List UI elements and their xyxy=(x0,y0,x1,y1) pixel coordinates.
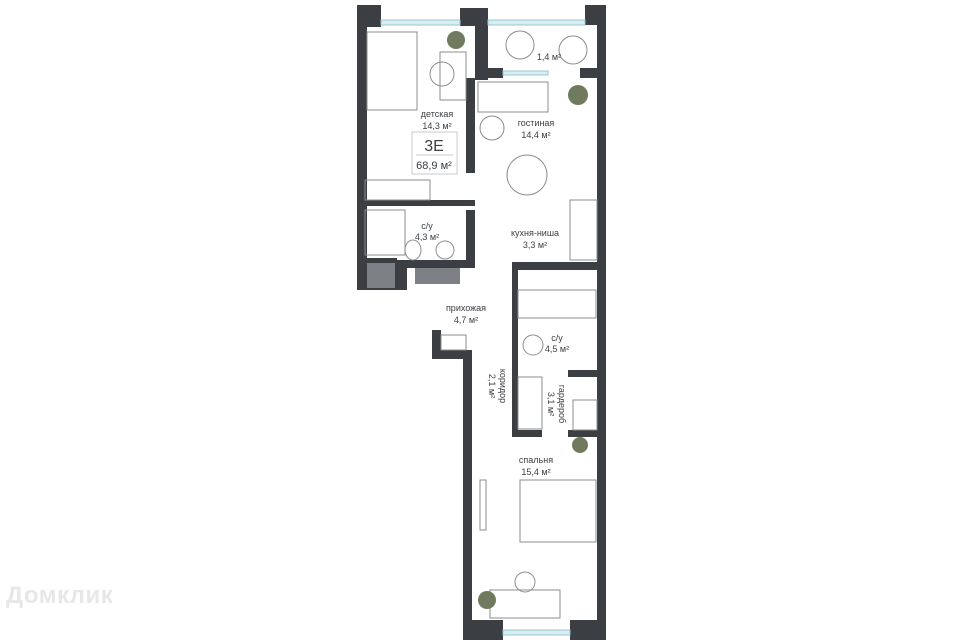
room-name-kitchen: кухня-ниша xyxy=(511,228,559,238)
room-name-wardrobe: гардероб xyxy=(557,385,567,423)
domclick-watermark: Домклик xyxy=(6,582,114,609)
room-name-corridor: коридор xyxy=(498,369,508,403)
room-name-bedroom: спальня xyxy=(519,455,553,465)
room-name-hall: прихожая xyxy=(446,303,486,313)
room-area-corridor: 2,1 м² xyxy=(487,374,497,398)
room-name-bath2: с/у xyxy=(551,333,563,343)
walls xyxy=(357,5,606,640)
room-area-bedroom: 15,4 м² xyxy=(521,467,550,477)
room-area-hall: 4,7 м² xyxy=(454,315,478,325)
apartment-total-area: 68,9 м² xyxy=(416,160,452,172)
room-name-bath1: с/у xyxy=(421,221,433,231)
room-name-kids: детская xyxy=(421,109,454,119)
room-area-bath1: 4,3 м² xyxy=(415,232,439,242)
room-labels: детская 14,3 м² 1,4 м² гостиная 14,4 м² … xyxy=(415,52,569,477)
room-area-wardrobe: 3,1 м² xyxy=(546,392,556,416)
room-area-bath2: 4,5 м² xyxy=(545,344,569,354)
windows xyxy=(380,19,586,636)
room-area-kids: 14,3 м² xyxy=(422,121,451,131)
room-name-living: гостиная xyxy=(518,118,555,128)
room-area-living: 14,4 м² xyxy=(521,130,550,140)
furniture xyxy=(364,30,598,619)
apartment-code: 3Е xyxy=(424,138,444,155)
apartment-badge: 3Е 68,9 м² xyxy=(411,131,458,175)
room-area-balcony: 1,4 м² xyxy=(537,52,561,62)
room-area-kitchen: 3,3 м² xyxy=(523,240,547,250)
